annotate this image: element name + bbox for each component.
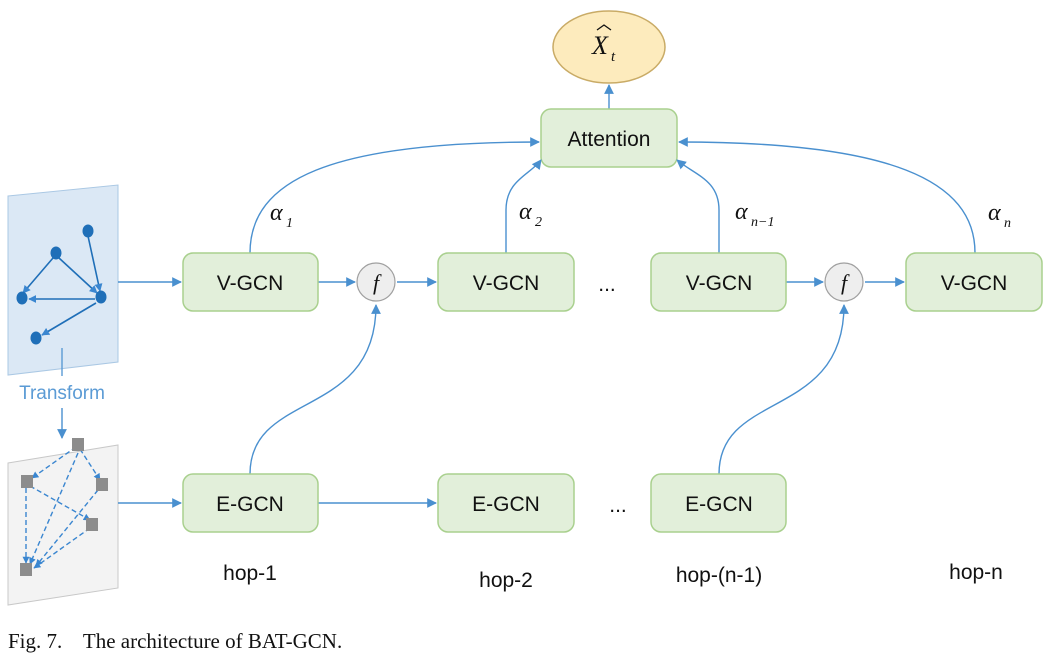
egcn-label: E-GCN bbox=[216, 493, 284, 516]
vgcn-box: V-GCN bbox=[905, 252, 1043, 312]
attention-box: Attention bbox=[540, 108, 678, 168]
alpha-label: α n−1 bbox=[735, 199, 774, 230]
egcn-label: E-GCN bbox=[685, 493, 753, 516]
vgcn-label: V-GCN bbox=[686, 272, 753, 295]
vgcn-box: V-GCN bbox=[182, 252, 319, 312]
alpha-subscript: n−1 bbox=[751, 215, 774, 230]
egcn-label: E-GCN bbox=[472, 493, 540, 516]
egcn-ellipsis: ... bbox=[609, 494, 627, 517]
vertex-graph-panel bbox=[7, 184, 119, 376]
hat-icon bbox=[596, 24, 612, 31]
transform-label: Transform bbox=[19, 383, 105, 404]
vgcn-to-attention-arrow bbox=[678, 137, 976, 254]
alpha-label: α n bbox=[988, 200, 1011, 231]
alpha-symbol: α bbox=[270, 200, 283, 226]
vgcn-label: V-GCN bbox=[473, 272, 540, 295]
edge-node bbox=[20, 563, 32, 576]
edge-node bbox=[72, 438, 84, 451]
vertex-node bbox=[95, 290, 107, 304]
vertex-node bbox=[16, 291, 28, 305]
vertex-node bbox=[82, 224, 94, 238]
edge-node bbox=[96, 478, 108, 491]
alpha-subscript: 1 bbox=[286, 216, 293, 231]
vgcn-to-attention-arrow bbox=[676, 159, 720, 253]
egcn-box: E-GCN bbox=[650, 473, 787, 533]
egcn-to-fusion-arrow bbox=[249, 304, 381, 475]
alpha-label: α 2 bbox=[519, 199, 542, 230]
edge-node bbox=[86, 518, 98, 531]
egcn-box: E-GCN bbox=[182, 473, 319, 533]
fusion-node: f bbox=[356, 262, 396, 302]
hop-label: hop-2 bbox=[479, 569, 533, 592]
hop-label: hop-(n-1) bbox=[676, 564, 762, 587]
vgcn-ellipsis: ... bbox=[598, 273, 616, 296]
fusion-label: f bbox=[373, 270, 382, 295]
vertex-node bbox=[50, 246, 62, 260]
alpha-symbol: α bbox=[519, 199, 532, 225]
alpha-symbol: α bbox=[735, 199, 748, 225]
egcn-to-fusion-arrow bbox=[718, 304, 849, 475]
alpha-label: α 1 bbox=[270, 200, 293, 231]
alpha-symbol: α bbox=[988, 200, 1001, 226]
vgcn-label: V-GCN bbox=[217, 272, 284, 295]
output-subscript: t bbox=[611, 49, 616, 65]
output-symbol: X bbox=[591, 31, 609, 60]
egcn-box: E-GCN bbox=[437, 473, 575, 533]
vgcn-to-attention-arrow bbox=[505, 159, 542, 253]
hop-label: hop-n bbox=[949, 561, 1003, 584]
output-node: X t bbox=[552, 10, 666, 84]
figure-caption: Fig. 7. The architecture of BAT-GCN. bbox=[8, 629, 342, 653]
hop-label: hop-1 bbox=[223, 562, 277, 585]
alpha-subscript: n bbox=[1004, 216, 1011, 231]
edge-node bbox=[21, 475, 33, 488]
vgcn-box: V-GCN bbox=[437, 252, 575, 312]
vgcn-box: V-GCN bbox=[650, 252, 787, 312]
attention-label: Attention bbox=[568, 128, 651, 151]
fusion-label: f bbox=[841, 270, 850, 295]
vgcn-to-attention-arrow bbox=[249, 137, 540, 254]
vertex-node bbox=[30, 331, 42, 345]
edge-graph-panel bbox=[7, 438, 119, 606]
alpha-subscript: 2 bbox=[535, 215, 542, 230]
vgcn-label: V-GCN bbox=[941, 272, 1008, 295]
fusion-node: f bbox=[824, 262, 864, 302]
